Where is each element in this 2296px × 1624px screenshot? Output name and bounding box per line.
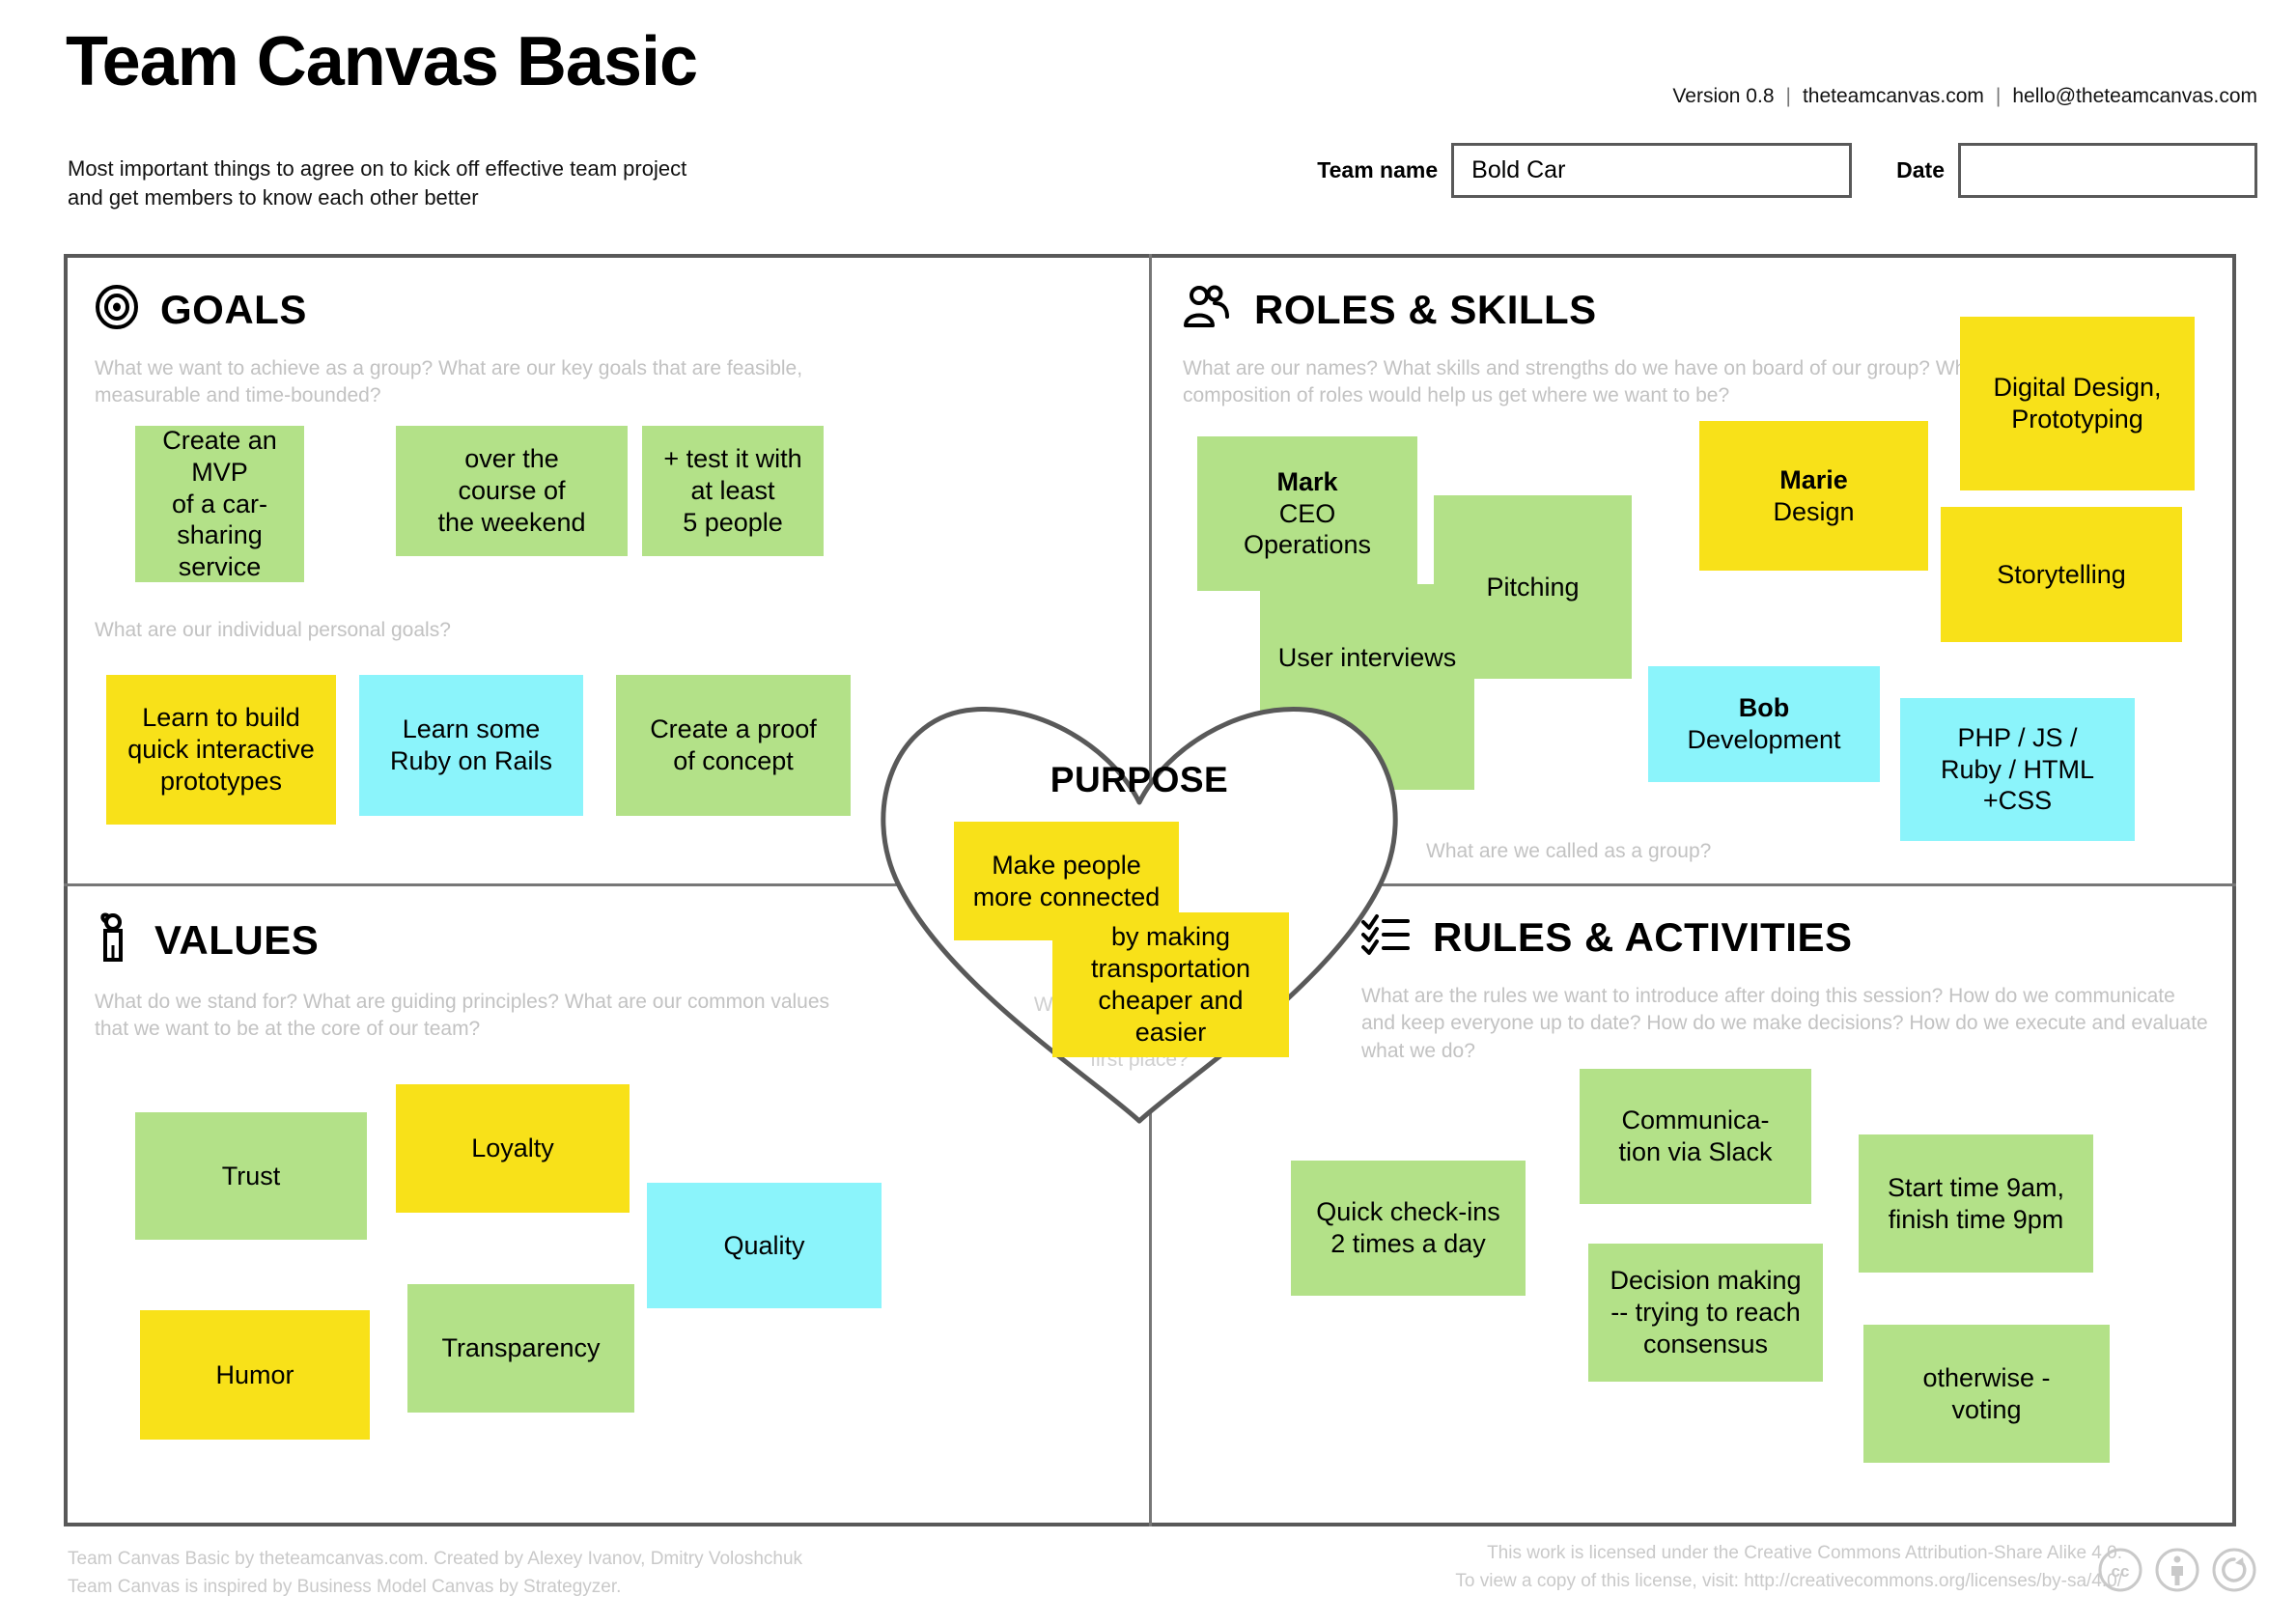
rules-hint: What are the rules we want to introduce … [1361, 985, 2208, 1062]
values-header: VALUES [95, 912, 1118, 967]
rules-quadrant: RULES & ACTIVITIES What are the rules we… [1361, 912, 2269, 1065]
header-fields: Team name Bold Car Date [1317, 143, 2257, 198]
role-note-marie[interactable]: Marie Design [1699, 421, 1928, 571]
role-desc-mark: CEO Operations [1243, 498, 1372, 560]
value-note-loyalty[interactable]: Loyalty [396, 1084, 630, 1213]
page-subtitle: Most important things to agree on to kic… [68, 156, 687, 210]
role-desc-bob: Development [1687, 725, 1841, 754]
personal-goal-note-3[interactable]: Create a proof of concept [616, 675, 851, 816]
rules-header: RULES & ACTIVITIES [1361, 912, 2269, 962]
role-note-storytelling[interactable]: Storytelling [1941, 507, 2182, 642]
roles-quadrant: ROLES & SKILLS What are our names? What … [1183, 285, 2206, 410]
personal-goal-note-2[interactable]: Learn some Ruby on Rails [359, 675, 583, 816]
team-name-label: Team name [1317, 157, 1439, 182]
svg-text:cc: cc [2112, 1562, 2130, 1581]
value-note-transparency[interactable]: Transparency [407, 1284, 634, 1413]
role-note-stack[interactable]: PHP / JS / Ruby / HTML +CSS [1900, 698, 2135, 841]
goals-quadrant: GOALS What we want to achieve as a group… [95, 285, 1118, 410]
role-name-bob: Bob [1738, 693, 1790, 723]
rule-note-hours[interactable]: Start time 9am, finish time 9pm [1859, 1134, 2093, 1273]
roles-sub-hint: What are we called as a group? [1426, 840, 1712, 862]
roles-hint: What are our names? What skills and stre… [1183, 357, 1983, 407]
goal-note-1[interactable]: Create an MVP of a car-sharing service [135, 426, 304, 582]
date-input[interactable] [1958, 143, 2257, 198]
people-icon [1183, 285, 1233, 334]
header-meta: Version 0.8 | theteamcanvas.com | hello@… [1672, 85, 2257, 108]
roles-header: ROLES & SKILLS [1183, 285, 2206, 334]
version-label: Version 0.8 [1672, 85, 1775, 107]
role-note-bob[interactable]: Bob Development [1648, 666, 1880, 782]
rule-note-slack[interactable]: Communica- tion via Slack [1580, 1069, 1811, 1204]
purpose-note-2[interactable]: by making transportation cheaper and eas… [1052, 912, 1289, 1057]
page-title: Team Canvas Basic [66, 23, 698, 100]
meta-separator-1: | [1785, 85, 1791, 107]
role-name-marie: Marie [1779, 464, 1848, 494]
goals-header: GOALS [95, 285, 1118, 334]
values-title: VALUES [154, 916, 320, 963]
team-name-input[interactable]: Bold Car [1451, 143, 1853, 198]
values-quadrant: VALUES What do we stand for? What are gu… [95, 912, 1118, 1044]
footer-license: This work is licensed under the Creative… [1455, 1543, 2122, 1591]
role-note-digital-design[interactable]: Digital Design, Prototyping [1960, 317, 2195, 490]
rule-note-decisions[interactable]: Decision making -- trying to reach conse… [1588, 1244, 1823, 1382]
value-note-trust[interactable]: Trust [135, 1112, 367, 1240]
goal-note-3[interactable]: + test it with at least 5 people [642, 426, 824, 556]
rule-note-voting[interactable]: otherwise - voting [1863, 1325, 2110, 1463]
cc-by-attribution-icon [2154, 1547, 2200, 1593]
person-raised-hand-icon [95, 912, 133, 967]
target-icon [95, 285, 139, 334]
date-label: Date [1896, 157, 1945, 182]
meta-separator-2: | [1995, 85, 2002, 107]
email-link[interactable]: hello@theteamcanvas.com [2012, 85, 2257, 107]
role-desc-marie: Design [1773, 496, 1855, 526]
role-name-mark: Mark [1276, 466, 1338, 496]
cc-icon: cc [2097, 1547, 2143, 1593]
website-link[interactable]: theteamcanvas.com [1802, 85, 1984, 107]
goal-note-2[interactable]: over the course of the weekend [396, 426, 628, 556]
goals-sub-hint: What are our individual personal goals? [95, 619, 451, 641]
rules-title: RULES & ACTIVITIES [1433, 913, 1853, 960]
values-hint: What do we stand for? What are guiding p… [95, 991, 830, 1041]
roles-title: ROLES & SKILLS [1254, 286, 1597, 332]
cc-sharealike-icon [2211, 1547, 2257, 1593]
goals-hint: What we want to achieve as a group? What… [95, 357, 803, 407]
value-note-quality[interactable]: Quality [647, 1183, 882, 1308]
personal-goal-note-1[interactable]: Learn to build quick interactive prototy… [106, 675, 336, 825]
value-note-humor[interactable]: Humor [140, 1310, 370, 1440]
checklist-icon [1361, 912, 1412, 962]
purpose-title: PURPOSE [1050, 760, 1229, 799]
role-note-mark[interactable]: Mark CEO Operations [1197, 436, 1417, 591]
footer-credits: Team Canvas Basic by theteamcanvas.com. … [68, 1549, 803, 1597]
creative-commons-icons: cc [2097, 1547, 2257, 1593]
goals-title: GOALS [160, 286, 307, 332]
rule-note-checkins[interactable]: Quick check-ins 2 times a day [1291, 1161, 1526, 1296]
